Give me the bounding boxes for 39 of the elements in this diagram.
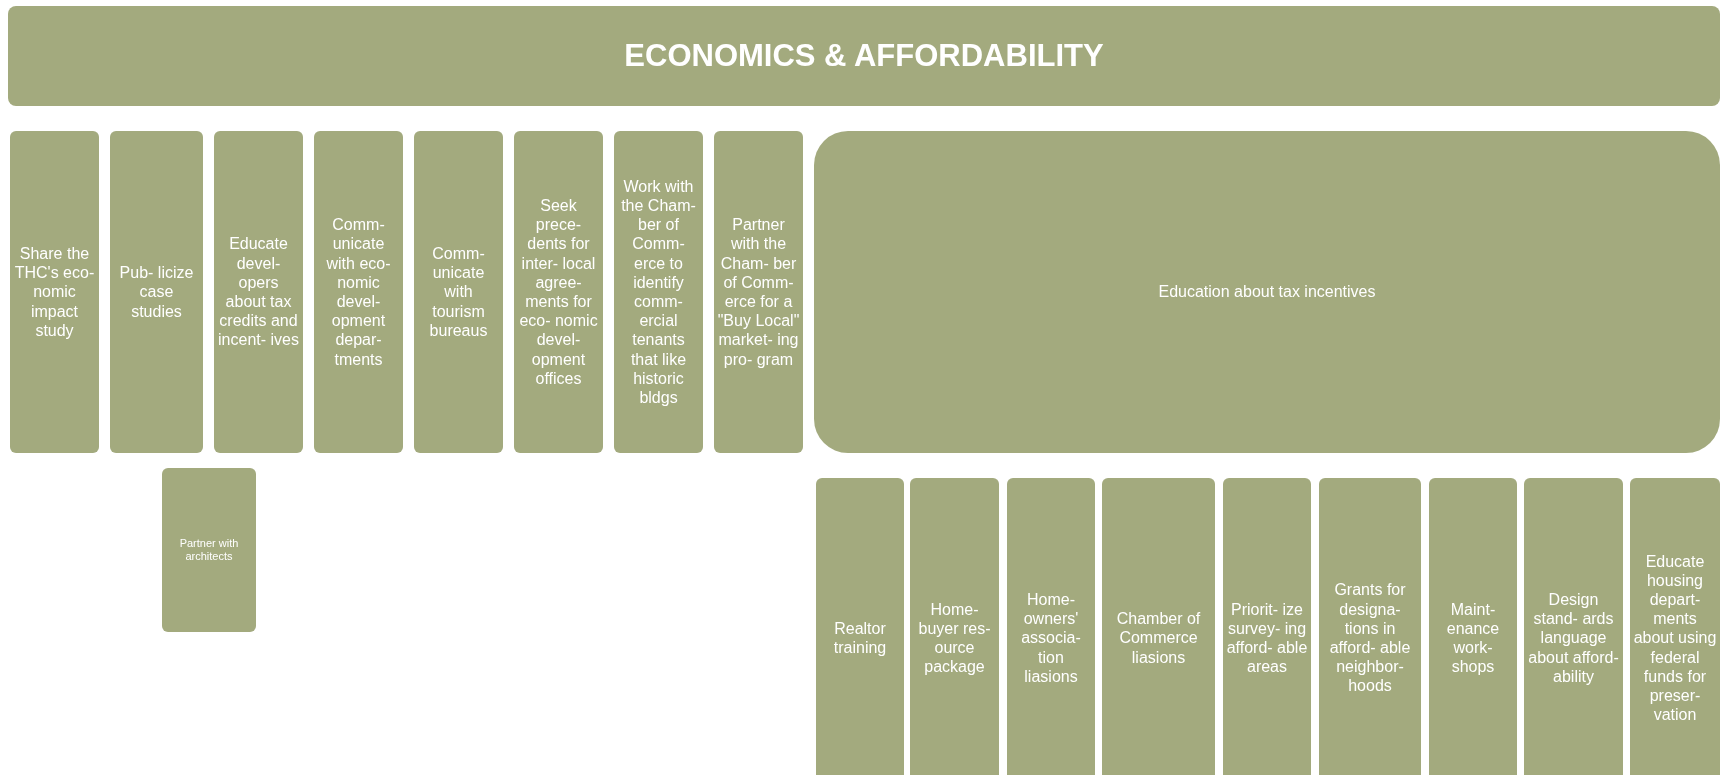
box-label: Realtor training (832, 618, 888, 658)
process-box (1007, 478, 1095, 775)
box-label: Priorit- ize survey- ing afford- able areas (1226, 599, 1308, 677)
process-box (1102, 478, 1215, 775)
process-box (1319, 478, 1421, 775)
process-box (1223, 478, 1311, 775)
box-label: Design stand- ards language about afford- ability (1527, 590, 1620, 686)
process-box (614, 131, 703, 453)
process-box (110, 131, 203, 453)
process-box (1630, 478, 1720, 775)
process-box (1429, 478, 1517, 775)
box-label: Education about tax incentives (1158, 282, 1376, 302)
box-label: Chamber of Commerce liasions (1115, 609, 1202, 667)
box-label: Maint- enance work- shops (1445, 599, 1501, 677)
process-box (814, 131, 1720, 453)
box-label: Pub- licize case studies (118, 263, 195, 321)
box-label: Partner with architects (178, 536, 240, 564)
process-box (514, 131, 603, 453)
process-box (162, 468, 256, 632)
box-label: Share the THC's eco- nomic impact study (13, 244, 96, 340)
process-box (214, 131, 303, 453)
box-label: Home- owners' associa- tion liasions (1020, 590, 1082, 686)
box-label: Seek prece- dents for inter- local agree- ments for eco- nomic devel- opment offices (518, 196, 599, 388)
process-box (816, 478, 904, 775)
process-box (414, 131, 503, 453)
box-label: Grants for designa- tions in afford- able neighbor- hoods (1328, 580, 1412, 696)
box-label: Comm- unicate with eco- nomic devel- opment depar- tments (325, 215, 392, 369)
process-box (1524, 478, 1623, 775)
box-label: Comm- unicate with tourism bureaus (428, 244, 489, 340)
box-label: Educate devel- opers about tax credits and incent- ives (217, 234, 300, 350)
box-label: Partner with the Cham- ber of Comm- erce for a "Buy Local" market- ing pro- gram (717, 215, 800, 369)
process-box (714, 131, 803, 453)
box-label: Home- buyer res- ource package (917, 599, 992, 677)
box-label: Educate housing depart- ments about using federal funds for preser- vation (1633, 551, 1717, 725)
process-box (910, 478, 999, 775)
process-box (10, 131, 99, 453)
title: ECONOMICS & AFFORDABILITY (624, 38, 1104, 74)
process-box (314, 131, 403, 453)
box-label: Work with the Cham- ber of Comm- erce to identify comm- ercial tenants that like historic bldgs (620, 176, 697, 408)
